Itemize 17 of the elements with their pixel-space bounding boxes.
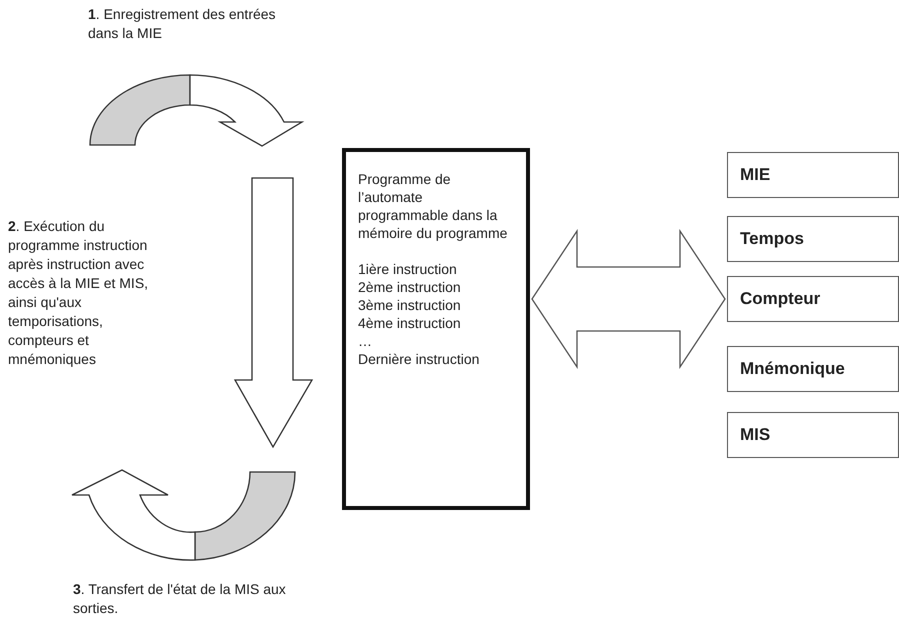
step-description: 2. Exécution du programme instruction après instruction avec accès à la MIE et MIS, ainsi qu'aux temporisations, compteurs et mnémoniques bbox=[8, 217, 150, 369]
instruction-line: … bbox=[358, 332, 373, 350]
memory-area-box: MIS bbox=[727, 412, 899, 458]
step-description: 3. Transfert de l'état de la MIS aux sorties. bbox=[73, 580, 287, 618]
instruction-line: Dernière instruction bbox=[358, 350, 480, 368]
step-description: 1. Enregistrement des entrées dans la MIE bbox=[88, 5, 277, 43]
instruction-line: 1ière instruction bbox=[358, 260, 458, 278]
program-memory-box bbox=[342, 148, 530, 510]
box-heading: Programme de l’automate programmable dans la mémoire du programme bbox=[358, 170, 508, 242]
memory-area-box: Tempos bbox=[727, 216, 899, 262]
memory-area-box: Compteur bbox=[727, 276, 899, 322]
memory-area-box: MIE bbox=[727, 152, 899, 198]
memory-area-box: Mnémonique bbox=[727, 346, 899, 392]
instruction-line: 3ème instruction bbox=[358, 296, 462, 314]
instruction-line: 4ème instruction bbox=[358, 314, 462, 332]
double-block-arrow bbox=[531, 228, 726, 370]
instruction-line: 2ème instruction bbox=[358, 278, 462, 296]
